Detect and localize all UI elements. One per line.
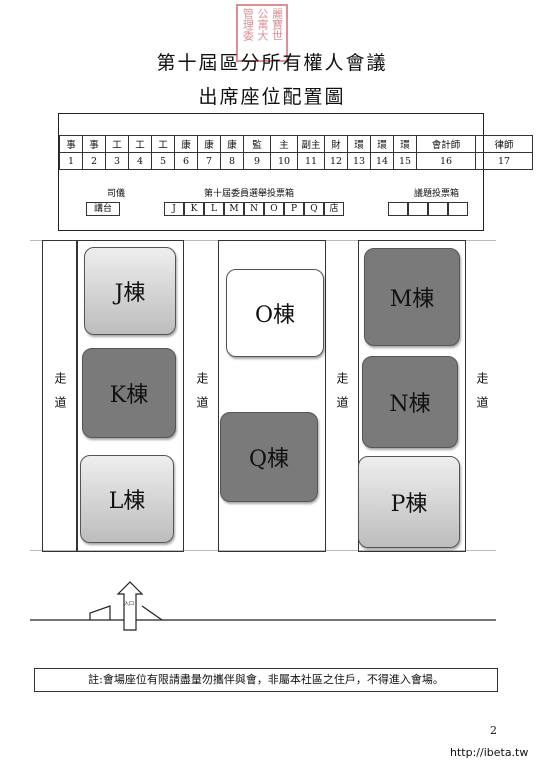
aisle-label: 走道 [475, 372, 489, 420]
table-number-cell: 16 [416, 152, 476, 170]
block-n: N棟 [362, 356, 458, 448]
ballot-slot: J [164, 202, 184, 216]
table-header-cell: 財 [324, 135, 348, 153]
block-p: P棟 [358, 456, 460, 548]
table-number-cell: 12 [324, 152, 348, 170]
block-o: O棟 [226, 269, 324, 357]
block-j: J棟 [84, 247, 176, 335]
table-header-cell: 會計師 [416, 135, 476, 153]
block-m: M棟 [364, 248, 460, 346]
ballot-slot: N [244, 202, 264, 216]
emcee-label: 司儀 [107, 189, 126, 199]
table-number-cell: 8 [220, 152, 244, 170]
page-subtitle: 出席座位配置圖 [198, 86, 346, 108]
stamp: 麗寶世 公寓大 管理委 [236, 4, 288, 62]
table-header-cell: 事 [82, 135, 106, 153]
ballot-slot: L [204, 202, 224, 216]
table-number-cell: 17 [475, 152, 533, 170]
entrance-label: 入口 [124, 601, 135, 607]
aisle-label: 走道 [53, 372, 67, 420]
block-q: Q棟 [220, 412, 318, 502]
seating-header-box [58, 113, 484, 231]
ballot-slot: M [224, 202, 244, 216]
aisle-label: 走道 [195, 372, 209, 420]
table-header-cell: 主 [270, 135, 298, 153]
block-k: K棟 [82, 348, 176, 438]
table-number-cell: 13 [347, 152, 371, 170]
block-l: L棟 [80, 455, 174, 543]
table-header-cell: 律師 [475, 135, 533, 153]
left-aisle [42, 240, 78, 552]
seat-column-3 [358, 240, 466, 552]
table-header-cell: 環 [347, 135, 371, 153]
table-header-cell: 環 [393, 135, 417, 153]
ballot-slot: O [264, 202, 284, 216]
table-header-cell: 工 [151, 135, 175, 153]
table-number-cell: 7 [197, 152, 221, 170]
table-header-cell: 事 [59, 135, 83, 153]
page-number: 2 [490, 724, 497, 737]
grid-line [30, 550, 496, 551]
issue-slot [388, 202, 408, 216]
podium-row: 講台 [86, 202, 120, 216]
table-number-cell: 5 [151, 152, 175, 170]
ballot-slot: P [284, 202, 304, 216]
stamp-line: 公寓大 [255, 8, 269, 41]
table-number-cell: 14 [370, 152, 394, 170]
entrance-diagram [30, 581, 496, 631]
table-header-cell: 副主 [297, 135, 325, 153]
watermark: http://ibeta.tw [450, 746, 529, 759]
ballot-slot: Q [304, 202, 324, 216]
table-number-cell: 2 [82, 152, 106, 170]
table-header-cell: 康 [197, 135, 221, 153]
table-number-cell: 9 [243, 152, 271, 170]
table-header-cell: 工 [105, 135, 129, 153]
issue-slot [448, 202, 468, 216]
table-number-cell: 1 [59, 152, 83, 170]
issue-slot [428, 202, 448, 216]
issue-slot [408, 202, 428, 216]
table-number-cell: 3 [105, 152, 129, 170]
page-title: 第十屆區分所有權人會議 [156, 52, 388, 74]
issue-box-label: 議題投票箱 [414, 189, 460, 199]
issue-slots-row [388, 202, 468, 216]
table-number-cell: 4 [128, 152, 152, 170]
podium-box: 講台 [86, 202, 120, 216]
ballot-box-label: 第十屆委員選舉投票箱 [204, 189, 295, 199]
table-number-cell: 10 [270, 152, 298, 170]
table-number-cell: 6 [174, 152, 198, 170]
table-header-cell: 監 [243, 135, 271, 153]
table-header-cell: 康 [174, 135, 198, 153]
table-header-cell: 環 [370, 135, 394, 153]
ballot-slot: 店 [324, 202, 344, 216]
seat-column-1 [76, 240, 184, 552]
ballot-slot: K [184, 202, 204, 216]
seat-column-2 [218, 240, 326, 552]
stamp-line: 麗寶世 [270, 8, 284, 41]
table-header-cell: 工 [128, 135, 152, 153]
aisle-label: 走道 [335, 372, 349, 420]
table-header-row: 事事工工工康康康監主副主財環環環會計師律師 [59, 135, 533, 153]
table-number-cell: 15 [393, 152, 417, 170]
stamp-line: 管理委 [241, 8, 255, 41]
notice-banner: 註:會場座位有限請盡量勿攜伴與會，非屬本社區之住戶，不得進入會場。 [34, 668, 498, 692]
table-number-cell: 11 [297, 152, 325, 170]
table-header-cell: 康 [220, 135, 244, 153]
